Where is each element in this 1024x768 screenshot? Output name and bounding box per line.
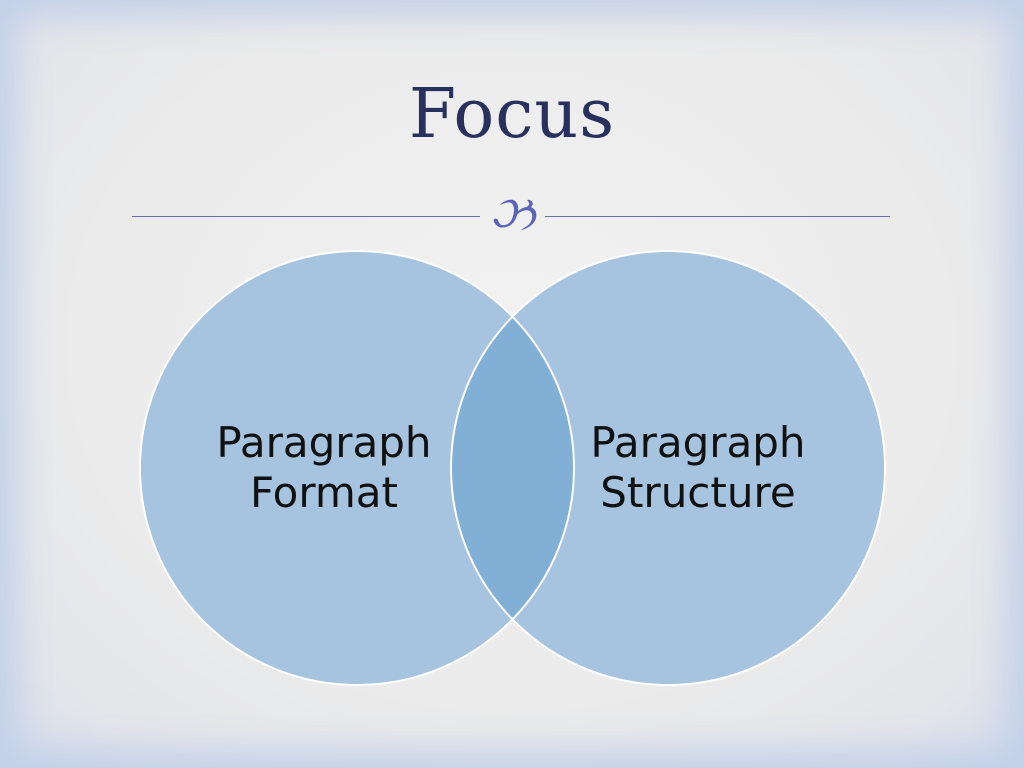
title-divider-left bbox=[132, 216, 480, 217]
title-divider-right bbox=[545, 216, 890, 217]
flourish-ornament-icon: ઝ bbox=[489, 186, 535, 242]
venn-label-right-line2: Structure bbox=[600, 468, 796, 517]
venn-circle-right-outline bbox=[450, 250, 886, 686]
venn-circle-left bbox=[140, 251, 574, 685]
venn-label-left-line2: Format bbox=[249, 468, 398, 517]
slide-title: Focus bbox=[408, 75, 616, 154]
venn-circle-left-outline bbox=[139, 250, 575, 686]
venn-label-right-line1: Paragraph bbox=[590, 418, 806, 467]
venn-circle-right bbox=[451, 251, 885, 685]
venn-label-left: Paragraph Format bbox=[186, 418, 462, 518]
venn-label-left-line1: Paragraph bbox=[216, 418, 432, 467]
venn-label-right: Paragraph Structure bbox=[560, 418, 836, 518]
